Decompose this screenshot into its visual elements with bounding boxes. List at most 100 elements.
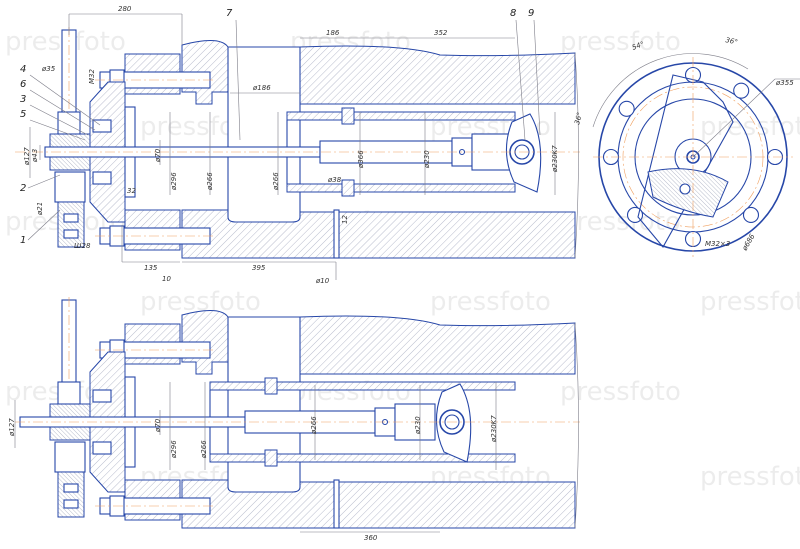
dim-phi296: ø296 <box>170 172 178 191</box>
part-number-6: 6 <box>20 79 26 90</box>
leader-line <box>27 209 61 241</box>
section-view-top <box>15 27 580 259</box>
handle-base <box>57 111 81 135</box>
watermark-text: pressfoto <box>560 207 681 237</box>
dim-phi296-bottom: ø296 <box>170 440 178 459</box>
leader-line <box>29 89 96 131</box>
bottom-view-labels: ø127 ø70 ø296 ø266 ø266 ø230 ø230K7 360 <box>8 415 498 542</box>
liner-collar-top <box>264 377 278 395</box>
dim-360: 360 <box>364 534 378 542</box>
dim-186: 186 <box>326 29 340 37</box>
leader-line <box>515 19 526 141</box>
dim-phi355: ø355 <box>775 79 794 87</box>
dim-phi10: ø10 <box>315 277 330 285</box>
body-upper-right <box>299 315 576 375</box>
dim-phi686: ø686 <box>740 232 757 253</box>
top-view-labels: 280 186 352 7 8 9 4 6 3 5 2 1 ø35 M32 ø1… <box>20 5 559 285</box>
leader-line <box>29 119 86 141</box>
watermark-text: pressfoto <box>700 287 800 317</box>
watermark-text: pressfoto <box>560 27 681 57</box>
angle-arc <box>592 53 749 128</box>
mechanism-part <box>63 483 79 493</box>
oil-channel <box>333 479 340 529</box>
dim-12: 12 <box>341 215 349 224</box>
part-number-3: 3 <box>20 94 26 105</box>
mechanism-housing <box>54 441 86 473</box>
liner-wall-bottom <box>209 453 516 463</box>
pin-hole <box>458 148 466 156</box>
end-view-circular <box>592 53 800 257</box>
dim-m32x3: M32×3 <box>705 240 730 248</box>
oil-channel <box>333 209 340 259</box>
watermark-text: pressfoto <box>700 462 800 492</box>
dim-phi230k7-bottom: ø230K7 <box>490 415 498 443</box>
bolt-hole <box>733 82 750 99</box>
leader-line <box>29 74 101 126</box>
watermark-text: pressfoto <box>700 112 800 142</box>
liner-wall-bottom <box>286 183 516 193</box>
break-line <box>574 322 579 529</box>
mechanism-part <box>63 213 79 223</box>
dim-sh28: Ш28 <box>74 242 91 250</box>
mechanism-part <box>63 229 79 239</box>
break-line <box>574 52 579 259</box>
dim-280: 280 <box>118 5 132 13</box>
mechanism-housing <box>54 171 86 203</box>
cam-lever <box>505 113 542 193</box>
dim-phi38: ø38 <box>327 176 342 184</box>
dim-phi70-bottom: ø70 <box>154 418 162 433</box>
part-number-4: 4 <box>20 64 26 75</box>
dim-angle-54: 54° <box>631 40 645 52</box>
bolt-hole <box>618 100 635 117</box>
dim-phi230k7: ø230K7 <box>551 145 559 173</box>
dim-phi266-b-bottom: ø266 <box>310 416 318 435</box>
dim-phi43: ø43 <box>31 149 39 163</box>
part-number-7: 7 <box>226 8 233 19</box>
liner-wall-top <box>209 381 516 391</box>
part-number-5: 5 <box>20 109 26 120</box>
dim-phi366: ø366 <box>357 150 365 169</box>
dim-352: 352 <box>434 29 448 37</box>
watermark-text: pressfoto <box>560 377 681 407</box>
mechanism-body <box>57 201 85 248</box>
dim-phi266-a: ø266 <box>206 172 214 191</box>
bearing-top <box>92 389 112 403</box>
cam-outline <box>637 74 734 248</box>
liner-wall-top <box>286 111 516 121</box>
leader-line <box>533 19 541 136</box>
watermark-text: pressfoto <box>430 287 551 317</box>
dim-32: 32 <box>127 187 136 195</box>
dim-angle-36-b: 36° <box>573 111 584 125</box>
leader-phi355 <box>692 78 776 158</box>
cam-pivot-outer <box>439 409 465 435</box>
part-number-9: 9 <box>528 8 534 19</box>
liner-collar-top <box>341 107 355 125</box>
leader-line <box>235 19 241 141</box>
dim-phi230-bottom: ø230 <box>414 416 422 435</box>
chamber <box>227 316 301 493</box>
dim-phi266-b: ø266 <box>272 172 280 191</box>
mechanism-body <box>57 471 85 518</box>
dim-phi266-a-bottom: ø266 <box>200 440 208 459</box>
bearing-bottom <box>92 441 112 455</box>
part-number-2: 2 <box>20 183 26 194</box>
dim-phi186: ø186 <box>252 84 271 92</box>
dim-phi127-bottom: ø127 <box>8 418 16 437</box>
leader-line <box>29 104 89 136</box>
part-number-8: 8 <box>510 8 516 19</box>
part-number-1: 1 <box>20 235 26 246</box>
dim-angle-36: 36° <box>725 36 739 46</box>
cam-pivot-inner <box>444 414 460 430</box>
dim-395: 395 <box>252 264 266 272</box>
dim-10: 10 <box>162 275 171 283</box>
dim-phi230: ø230 <box>423 150 431 169</box>
dim-phi70: ø70 <box>154 148 162 163</box>
mechanism-part <box>63 499 79 509</box>
bolt-hole <box>742 206 760 224</box>
dimension-lines <box>14 13 556 533</box>
chamber <box>227 46 301 223</box>
cam-lever <box>435 383 472 463</box>
bearing-bottom <box>92 171 112 185</box>
